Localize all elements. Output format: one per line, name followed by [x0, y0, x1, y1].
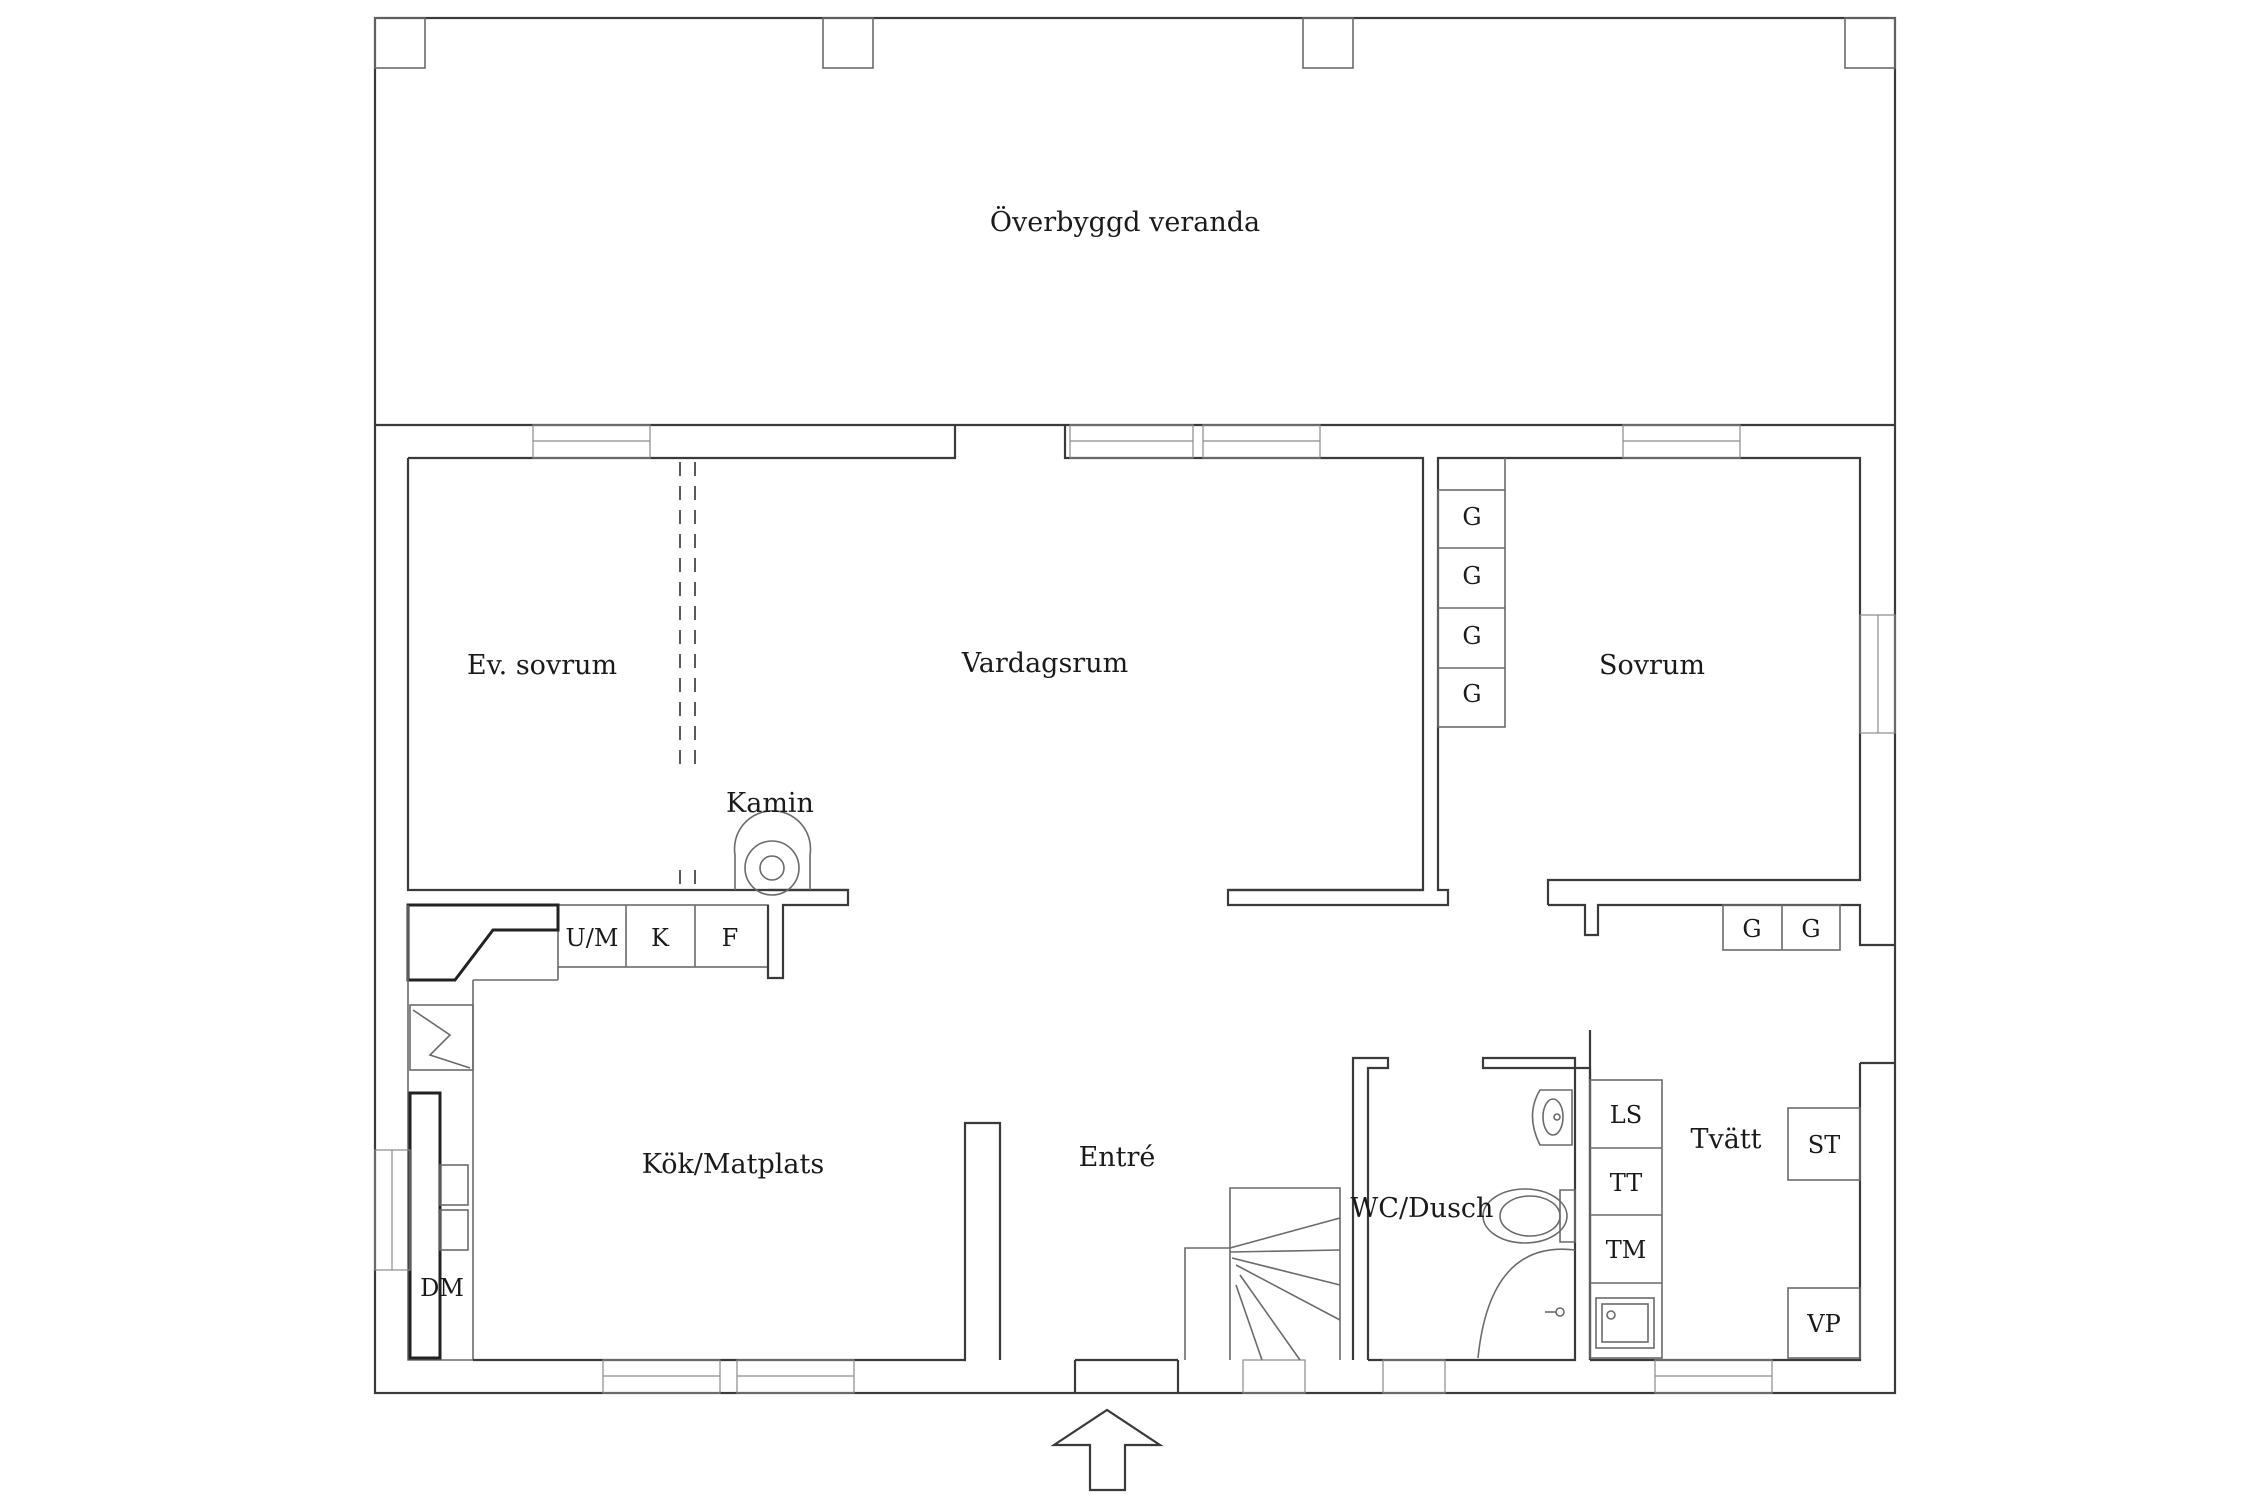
shower-arc	[1477, 1248, 1576, 1359]
wardrobe-label: G	[1462, 562, 1481, 590]
fridge-label: K	[651, 924, 670, 952]
bedroom-wardrobes	[1437, 458, 1506, 728]
oven-microwave-label: U/M	[566, 924, 619, 952]
washbasin-icon	[1531, 1089, 1573, 1146]
wardrobe-label: G	[1462, 622, 1481, 650]
cleaning-cabinet-label: ST	[1808, 1131, 1840, 1159]
sink-icon	[374, 1091, 469, 1360]
stairs-icon	[1184, 1187, 1341, 1361]
kitchen-tall-cabinets	[557, 888, 850, 980]
room-label-tvatt: Tvätt	[1690, 1124, 1761, 1155]
linen-cabinet-label: LS	[1610, 1101, 1642, 1129]
wardrobe-label: G	[1742, 915, 1761, 943]
toilet-icon	[1482, 1188, 1576, 1244]
fireplace-label: Kamin	[726, 788, 814, 819]
room-label-wc: WC/Dusch	[1351, 1193, 1494, 1224]
kitchen-corner-counter	[406, 903, 560, 1361]
wardrobe-label: G	[1801, 915, 1820, 943]
north-windows	[532, 424, 1741, 459]
room-label-ev-sovrum: Ev. sovrum	[467, 650, 617, 681]
room-label-sovrum: Sovrum	[1599, 650, 1705, 681]
veranda-posts	[374, 17, 1896, 69]
wardrobe-label: G	[1462, 503, 1481, 531]
room-label-kok: Kök/Matplats	[642, 1149, 824, 1180]
south-wall	[473, 1030, 1895, 1394]
stove-icon	[409, 1004, 474, 1071]
washing-machine-label: TM	[1606, 1236, 1647, 1264]
bedroom-south-wall	[1548, 903, 1895, 951]
dryer-label: TT	[1610, 1169, 1642, 1197]
room-label-entre: Entré	[1079, 1142, 1156, 1173]
fireplace-icon	[733, 810, 812, 896]
room-label-vardagsrum: Vardagsrum	[961, 648, 1128, 679]
room-divider-dashed	[679, 462, 696, 890]
room-label-veranda: Överbyggd veranda	[990, 204, 1260, 238]
dishwasher-label: DM	[420, 1274, 464, 1302]
entrance-arrow-icon	[1050, 1408, 1164, 1492]
utility-sink-icon	[1595, 1297, 1655, 1349]
laundry-column	[1589, 1079, 1861, 1359]
heat-pump-label: VP	[1806, 1310, 1840, 1338]
freezer-label: F	[722, 924, 739, 952]
wardrobe-label: G	[1462, 680, 1481, 708]
